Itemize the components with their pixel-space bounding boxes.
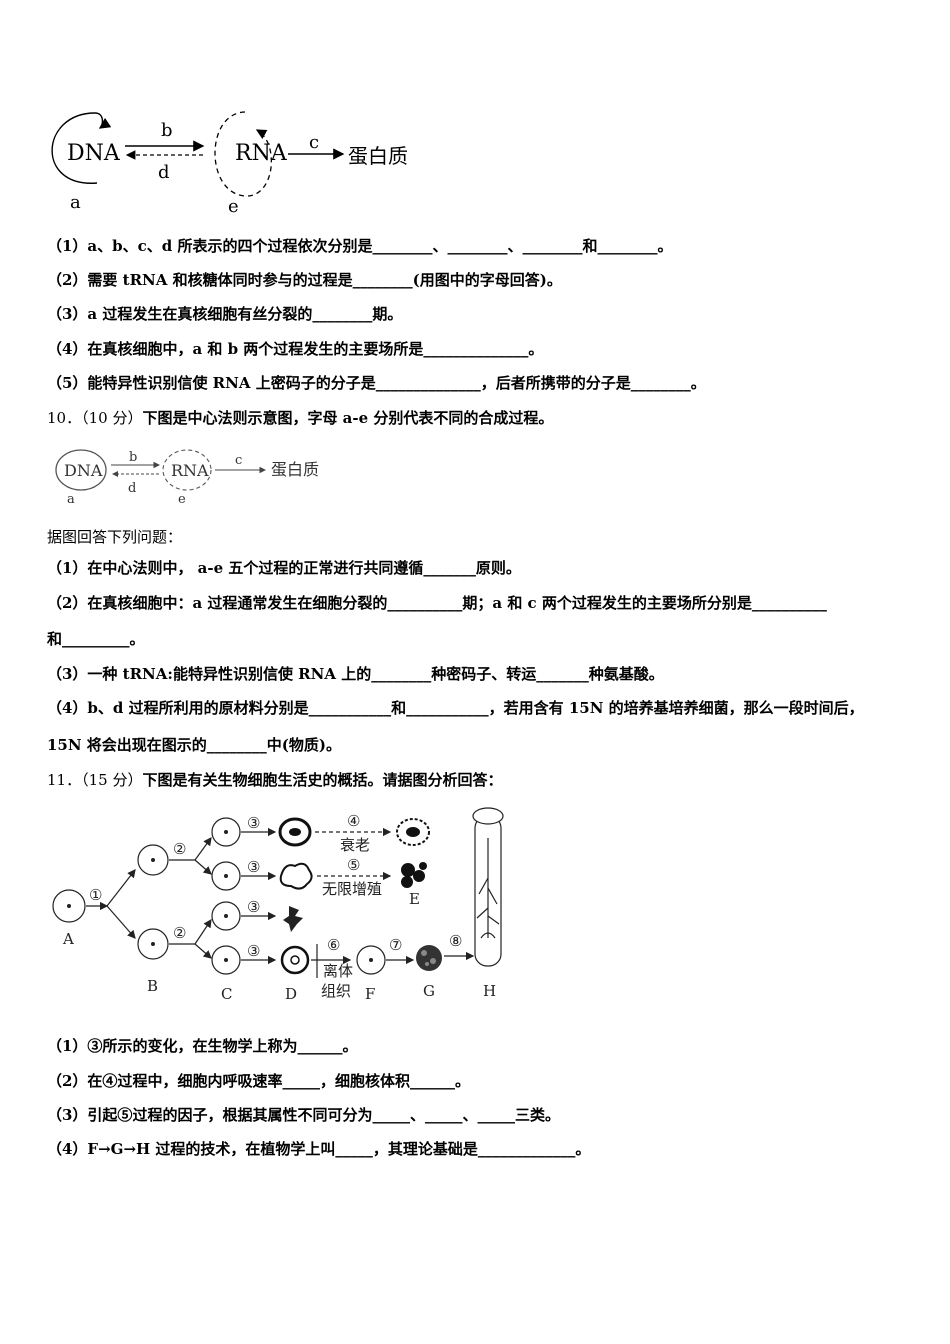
cell-life-history-diagram: ① ② ② ③ ③ ③ ③ ④ 衰老 ⑤ 无限增殖 E ⑥ 离体 组织 ⑦ ⑧ … bbox=[52, 807, 504, 1003]
branch-up bbox=[106, 869, 136, 907]
d-label: d bbox=[158, 162, 170, 183]
label-detached1: 离体 bbox=[323, 962, 353, 980]
dna-label: DNA bbox=[67, 141, 121, 166]
label-detached2: 组织 bbox=[321, 982, 351, 1000]
cell-c-2 bbox=[211, 861, 241, 891]
arrow-2-upper-a bbox=[194, 837, 212, 861]
d-label-small: d bbox=[128, 481, 136, 496]
a-loop-arrow bbox=[51, 112, 112, 184]
cell-f bbox=[356, 945, 386, 975]
q9-item-2: （2）需要 tRNA 和核糖体同时参与的过程是________(用图中的字母回答… bbox=[47, 271, 562, 289]
label-h: H bbox=[483, 982, 496, 1000]
branch-down bbox=[106, 905, 136, 939]
q10-score: （10 分） bbox=[81, 409, 143, 427]
arrow-2-lower-b bbox=[194, 943, 212, 959]
q11-item-4: （4）F→G→H 过程的技术，在植物学上叫_____，其理论基础是_______… bbox=[47, 1140, 591, 1158]
label-f: F bbox=[365, 985, 375, 1003]
label-n3-4: ③ bbox=[247, 942, 260, 960]
callus-g bbox=[416, 945, 442, 971]
irregular-cell-shape bbox=[283, 906, 303, 932]
c-label: c bbox=[309, 132, 319, 153]
label-n3-1: ③ bbox=[247, 814, 260, 832]
c-label-small: c bbox=[235, 453, 242, 468]
rna-circle bbox=[162, 449, 212, 491]
central-dogma-diagram-large: DNA a b d RNA e c 蛋白质 bbox=[51, 111, 408, 217]
protein-label-small: 蛋白质 bbox=[271, 460, 319, 479]
q9-item-5: （5）能特异性识别信使 RNA 上密码子的分子是______________，后… bbox=[47, 374, 706, 392]
q9-item-4: （4）在真核细胞中，a 和 b 两个过程发生的主要场所是____________… bbox=[47, 340, 544, 358]
q10-prompt: 据图回答下列问题： bbox=[47, 528, 183, 546]
q11-heading: 11．（15 分）下图是有关生物细胞生活史的概括。请据图分析回答： bbox=[47, 770, 502, 790]
q9-item-3: （3）a 过程发生在真核细胞有丝分裂的________期。 bbox=[47, 305, 403, 323]
label-e: E bbox=[409, 890, 420, 908]
q10-item-2-cont: 和_________。 bbox=[47, 630, 145, 648]
q11-score: （15 分） bbox=[81, 771, 143, 789]
label-n1: ① bbox=[89, 886, 102, 904]
label-n4: ④ bbox=[347, 812, 360, 830]
q10-heading: 10．（10 分）下图是中心法则示意图，字母 a-e 分别代表不同的合成过程。 bbox=[47, 408, 553, 428]
dna-circle bbox=[55, 449, 107, 491]
q11-item-3: （3）引起⑤过程的因子，根据其属性不同可分为_____、_____、_____三… bbox=[47, 1106, 560, 1124]
label-a: A bbox=[62, 930, 74, 948]
label-n7: ⑦ bbox=[389, 936, 402, 954]
q10-item-3: （3）一种 tRNA:能特异性识别信使 RNA 上的________种密码子、转… bbox=[47, 665, 664, 683]
rna-label: RNA bbox=[235, 141, 288, 166]
label-n3-2: ③ bbox=[247, 858, 260, 876]
q10-item-2: （2）在真核细胞中：a 过程通常发生在细胞分裂的__________期；a 和 … bbox=[47, 594, 827, 612]
q10-item-4: （4）b、d 过程所利用的原材料分别是___________和_________… bbox=[47, 699, 864, 717]
cell-c-1 bbox=[211, 817, 241, 847]
label-d: D bbox=[285, 985, 297, 1003]
arrow-2-lower-a bbox=[194, 919, 212, 945]
e-label: e bbox=[228, 196, 239, 217]
label-c: C bbox=[221, 985, 232, 1003]
label-g: G bbox=[423, 982, 435, 1000]
q11-item-2: （2）在④过程中，细胞内呼吸速率_____，细胞核体积______。 bbox=[47, 1072, 470, 1090]
label-b: B bbox=[147, 977, 158, 995]
a-label: a bbox=[70, 192, 81, 213]
label-n2-upper: ② bbox=[173, 840, 186, 858]
q11-stem: 下图是有关生物细胞生活史的概括。请据图分析回答： bbox=[142, 771, 503, 789]
label-n3-3: ③ bbox=[247, 898, 260, 916]
label-n8: ⑧ bbox=[449, 932, 462, 950]
b-label: b bbox=[161, 120, 173, 141]
q10-item-4-cont: 15N 将会出现在图示的________中(物质)。 bbox=[47, 736, 342, 754]
test-tube-plant-h bbox=[472, 807, 504, 967]
rna-label-small: RNA bbox=[171, 461, 209, 480]
label-proliferation: 无限增殖 bbox=[322, 880, 382, 898]
q10-stem: 下图是中心法则示意图，字母 a-e 分别代表不同的合成过程。 bbox=[142, 409, 554, 427]
label-n6: ⑥ bbox=[327, 936, 340, 954]
cancer-cluster-e bbox=[401, 862, 427, 888]
q10-number: 10． bbox=[47, 409, 82, 427]
label-n5: ⑤ bbox=[347, 856, 360, 874]
q10-item-1: （1）在中心法则中， a-e 五个过程的正常进行共同遵循_______原则。 bbox=[47, 559, 521, 577]
q11-item-1: （1）③所示的变化，在生物学上称为______。 bbox=[47, 1037, 358, 1055]
cell-b-upper bbox=[137, 844, 169, 876]
e-loop-arrow bbox=[214, 111, 272, 197]
e-label-small: e bbox=[178, 492, 186, 505]
label-aging: 衰老 bbox=[340, 836, 370, 854]
cell-b-lower bbox=[137, 928, 169, 960]
cell-c-4 bbox=[211, 945, 241, 975]
q9-item-1: （1）a、b、c、d 所表示的四个过程依次分别是________、_______… bbox=[47, 237, 673, 255]
q11-number: 11． bbox=[47, 771, 82, 789]
b-label-small: b bbox=[129, 450, 137, 465]
central-dogma-diagram-small: DNA a b d RNA e c 蛋白质 bbox=[55, 449, 319, 505]
arrow-2-upper-b bbox=[194, 859, 212, 875]
a-label-small: a bbox=[67, 492, 75, 505]
protein-label: 蛋白质 bbox=[348, 144, 408, 168]
cell-a bbox=[52, 889, 86, 923]
cell-c-3 bbox=[211, 901, 241, 931]
label-n2-lower: ② bbox=[173, 924, 186, 942]
dna-label-small: DNA bbox=[64, 461, 103, 480]
cancer-cell-shape bbox=[279, 862, 313, 890]
